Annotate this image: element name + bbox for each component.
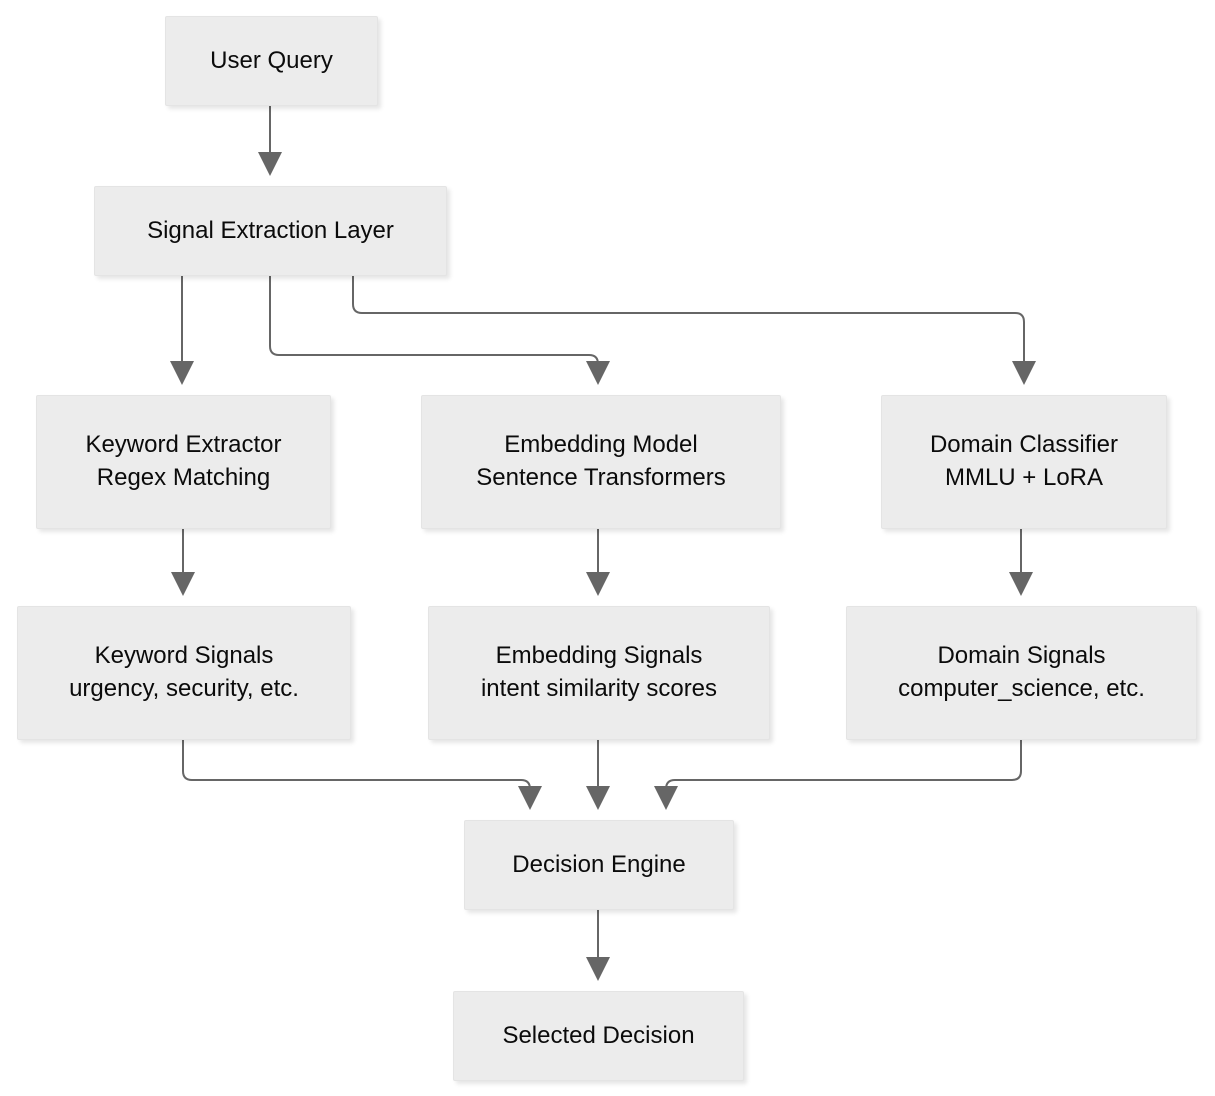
node-sublabel: intent similarity scores: [480, 675, 718, 702]
node-embedding-model[interactable]: Embedding Model Sentence Transformers: [421, 395, 781, 529]
node-label: Decision Engine: [512, 850, 686, 878]
edge-domain-signals-to-decision-engine: [654, 740, 1022, 810]
edge-signal-extraction-to-embedding-model: [269, 276, 610, 385]
node-domain-signals[interactable]: Domain Signals computer_science, etc.: [846, 606, 1197, 740]
node-embedding-signals[interactable]: Embedding Signals intent similarity scor…: [428, 606, 770, 740]
edge-user-query-to-signal-extraction: [258, 106, 282, 176]
node-label: Domain Classifier: [929, 431, 1119, 459]
node-selected-decision[interactable]: Selected Decision: [453, 991, 744, 1081]
node-label: User Query: [210, 46, 333, 74]
node-sublabel: urgency, security, etc.: [69, 675, 299, 702]
node-label: Signal Extraction Layer: [147, 216, 394, 244]
node-keyword-extractor[interactable]: Keyword Extractor Regex Matching: [36, 395, 331, 529]
node-label: Embedding Model: [504, 431, 698, 459]
node-label: Keyword Extractor: [85, 431, 282, 459]
node-label: Embedding Signals: [495, 642, 703, 670]
node-sublabel: computer_science, etc.: [898, 675, 1145, 702]
node-label: Selected Decision: [502, 1021, 695, 1049]
node-label: Keyword Signals: [94, 642, 274, 670]
edge-domain-classifier-to-domain-signals: [1009, 529, 1033, 596]
node-sublabel: Sentence Transformers: [476, 464, 726, 491]
node-domain-classifier[interactable]: Domain Classifier MMLU + LoRA: [881, 395, 1167, 529]
edge-signal-extraction-to-domain-classifier: [352, 276, 1036, 385]
node-user-query[interactable]: User Query: [165, 16, 378, 106]
node-sublabel: Regex Matching: [96, 464, 271, 491]
edge-signal-extraction-to-keyword-extractor: [170, 276, 194, 385]
node-sublabel: MMLU + LoRA: [944, 464, 1104, 491]
edge-embedding-model-to-embedding-signals: [586, 529, 610, 596]
edge-keyword-signals-to-decision-engine: [182, 740, 542, 810]
node-signal-extraction-layer[interactable]: Signal Extraction Layer: [94, 186, 447, 276]
edge-keyword-extractor-to-keyword-signals: [171, 529, 195, 596]
node-keyword-signals[interactable]: Keyword Signals urgency, security, etc.: [17, 606, 351, 740]
edge-embedding-signals-to-decision-engine: [586, 740, 610, 810]
node-label: Domain Signals: [937, 642, 1106, 670]
node-decision-engine[interactable]: Decision Engine: [464, 820, 734, 910]
edge-decision-engine-to-selected-decision: [586, 910, 610, 981]
